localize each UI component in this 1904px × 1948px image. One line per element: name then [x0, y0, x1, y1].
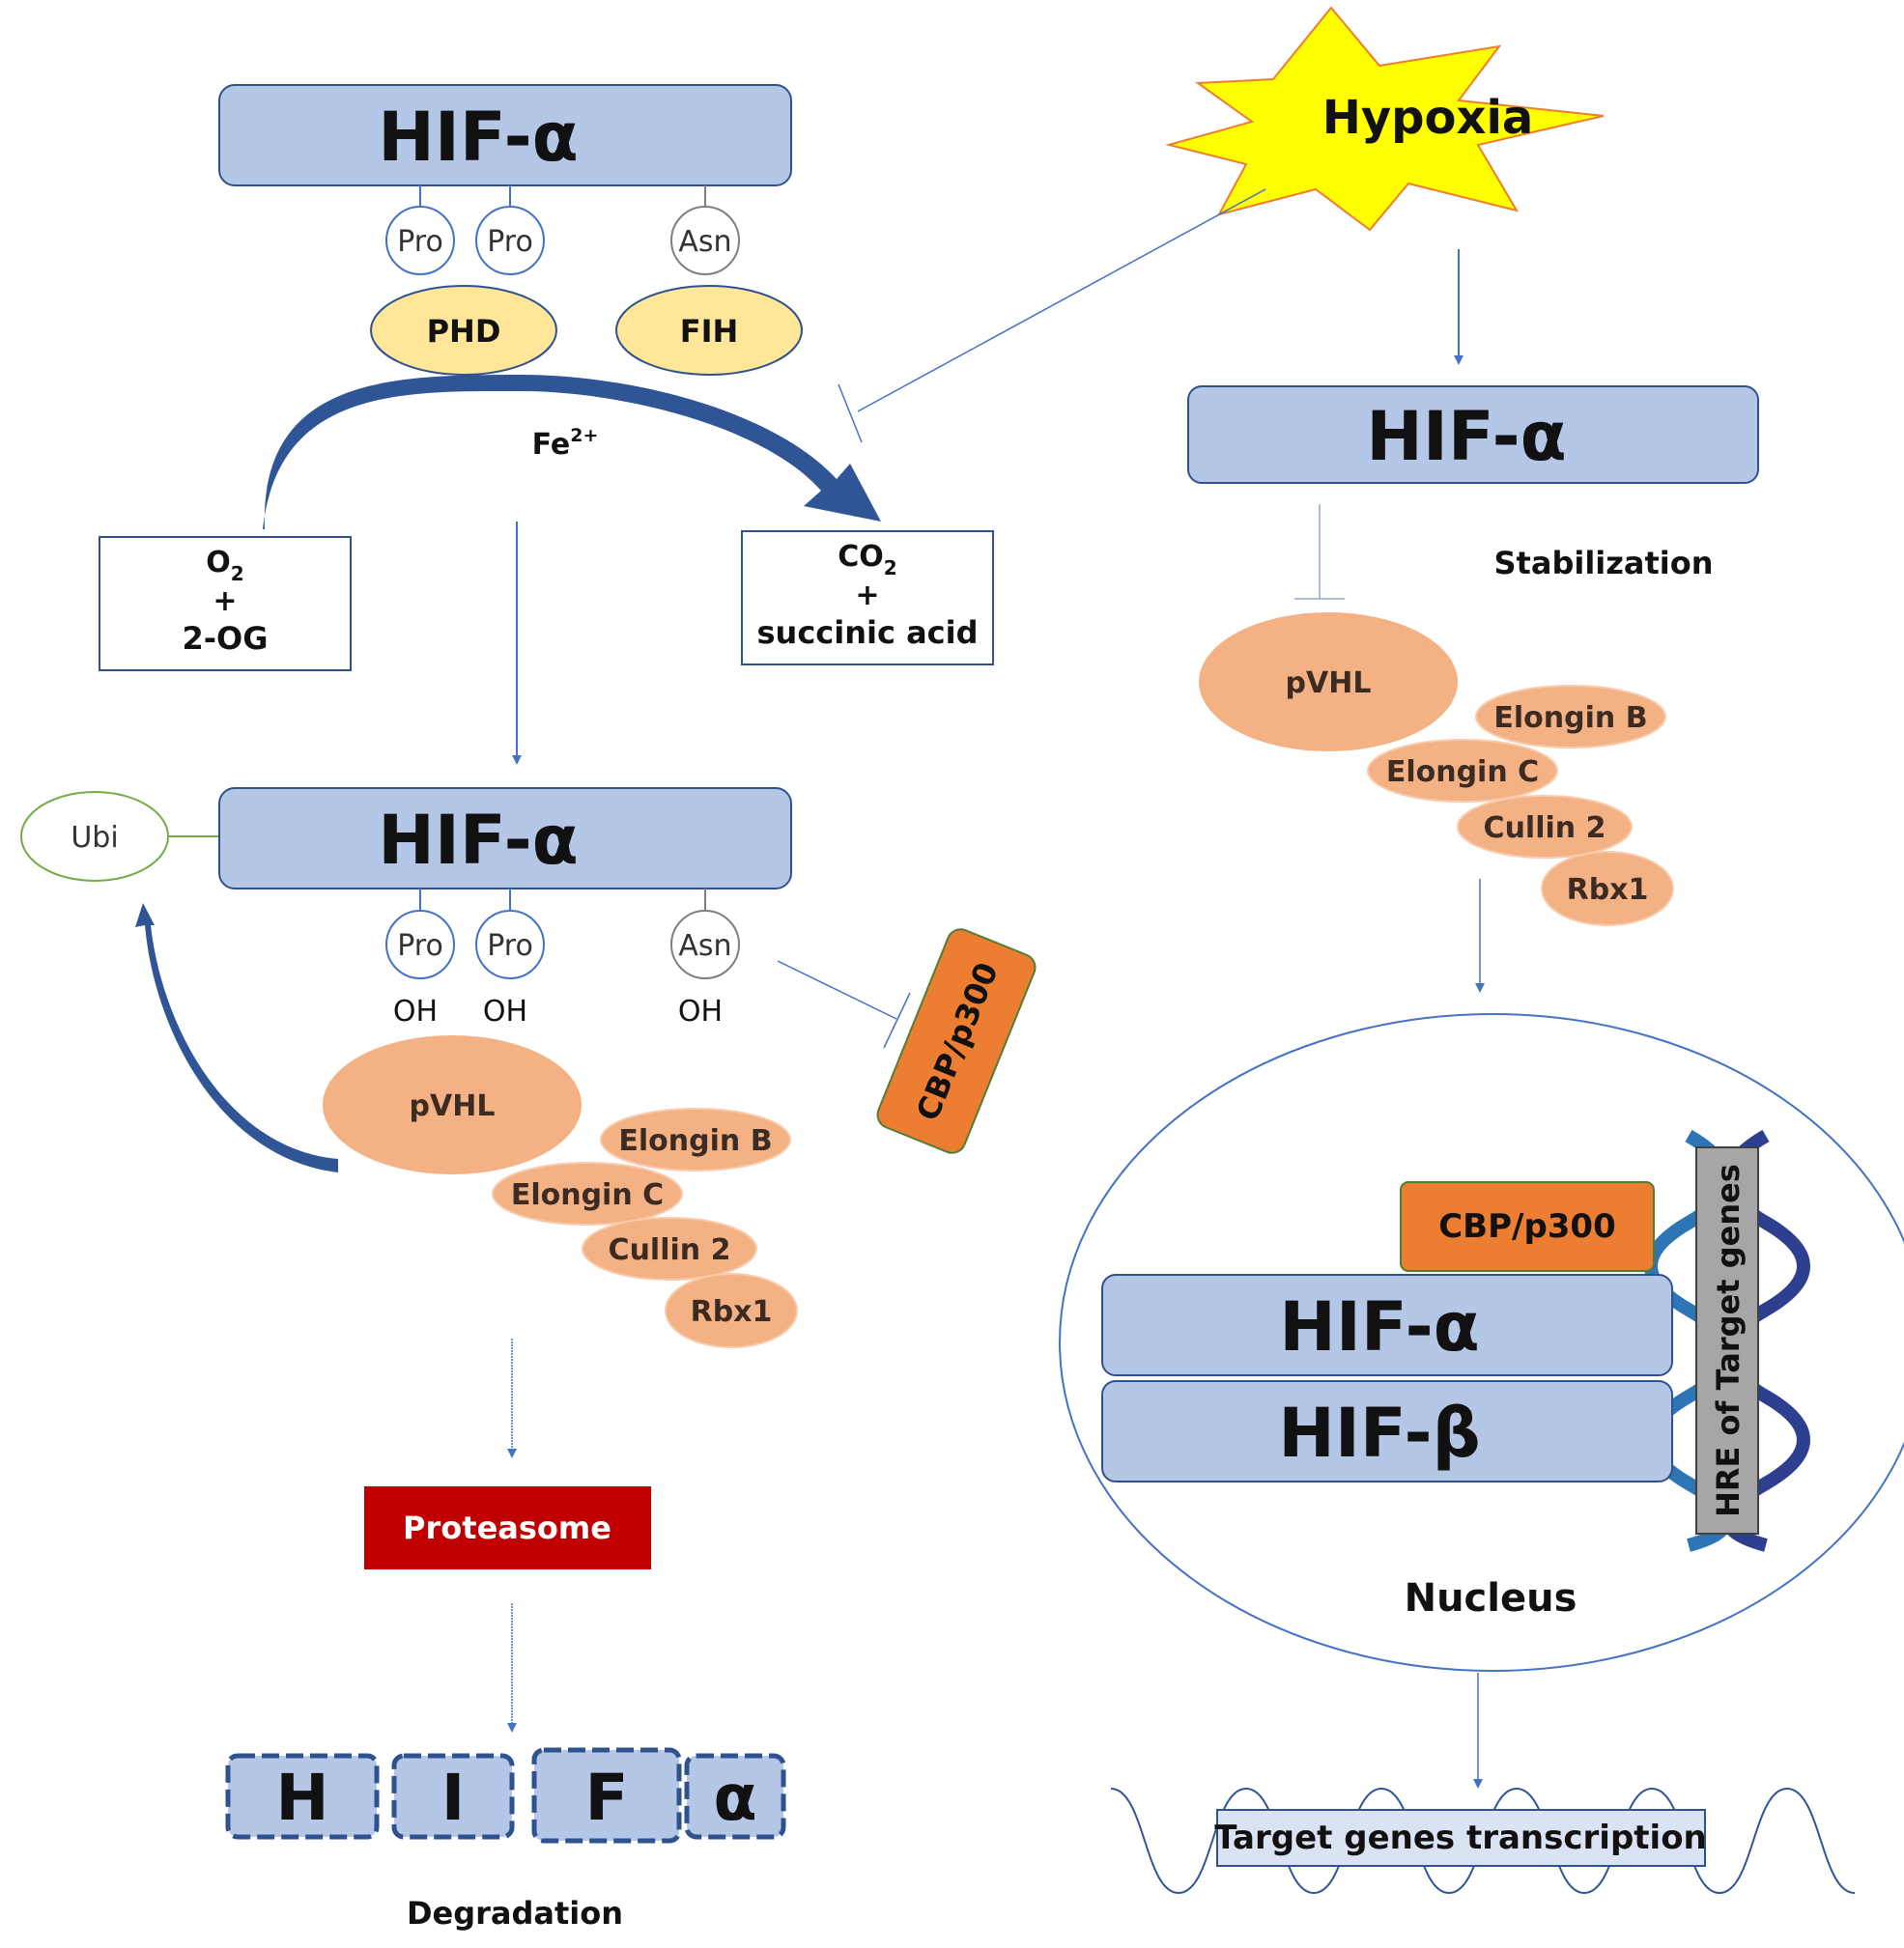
ubiquitination-curved-arrow: [135, 903, 338, 1172]
pro-residue-2-mid: [475, 910, 545, 979]
pvhl-left: [323, 1035, 582, 1174]
o2-label: O2: [206, 546, 243, 585]
elongin-b-left-label: Elongin B: [618, 1124, 772, 1158]
hypoxia-inhibition-bar: [838, 383, 863, 443]
oh-label-1: OH: [393, 995, 438, 1029]
elongin-c-left-label: Elongin C: [511, 1178, 664, 1212]
asn-residue-top-label: Asn: [678, 225, 731, 259]
cullin-right: [1457, 795, 1633, 859]
product-box: [741, 530, 994, 665]
hif-alpha-label-mid: HIF-α: [378, 801, 578, 880]
asn-residue-top: [670, 206, 740, 275]
fih-label: FIH: [680, 313, 739, 350]
transcription-label: Target genes transcription: [1214, 1819, 1707, 1857]
hif-beta-nucleus-box: [1101, 1380, 1673, 1482]
elongin-b-right: [1475, 685, 1666, 748]
hif-alpha-box-mid: [218, 787, 792, 889]
cullin-left: [582, 1217, 757, 1281]
elongin-b-right-label: Elongin B: [1493, 701, 1647, 735]
elongin-b-left: [600, 1108, 791, 1172]
nucleus-label: Nucleus: [1405, 1576, 1577, 1621]
hif-alpha-nucleus-label: HIF-α: [1279, 1287, 1479, 1367]
hif-alpha-nucleus-box: [1101, 1274, 1673, 1376]
succinic-acid-label: succinic acid: [756, 614, 978, 651]
phd-enzyme: [370, 285, 557, 376]
inhibition-cbp-line: [777, 960, 897, 1020]
substrate-box: [99, 536, 352, 671]
proteasome-box: [364, 1486, 651, 1569]
fragment-i-label: I: [441, 1761, 466, 1835]
degradation-label: Degradation: [407, 1895, 623, 1932]
asn-residue-mid: [670, 910, 740, 979]
2og-label: 2-OG: [182, 620, 268, 657]
fragment-alpha: [684, 1753, 786, 1840]
pro-residue-2-top-label: Pro: [487, 225, 533, 259]
cullin-right-label: Cullin 2: [1484, 811, 1606, 845]
asn-residue-mid-label: Asn: [678, 929, 731, 963]
hif-alpha-box-top: [218, 84, 792, 186]
rbx1-left: [665, 1273, 798, 1348]
pvhl-right: [1199, 612, 1458, 751]
hre-box-rect: [1695, 1146, 1759, 1535]
proteasome-label: Proteasome: [403, 1510, 611, 1546]
pro-residue-2-top: [475, 206, 545, 275]
elongin-c-right: [1367, 739, 1558, 803]
hre-box: HRE of Target genes: [1695, 1146, 1759, 1535]
reaction-curved-arrow: [263, 375, 881, 529]
pro-residue-1-mid-label: Pro: [397, 929, 443, 963]
rbx1-right-label: Rbx1: [1567, 873, 1649, 907]
fragment-h-label: H: [275, 1761, 328, 1835]
pro-residue-1-top: [385, 206, 455, 275]
phd-label: PHD: [427, 313, 501, 350]
hif-alpha-box-right: [1187, 385, 1759, 484]
co2-label: CO2: [838, 540, 896, 579]
elongin-c-left: [492, 1162, 683, 1226]
hre-label: HRE of Target genes: [1710, 1164, 1747, 1517]
hif-alpha-label-right: HIF-α: [1366, 397, 1566, 476]
oh-label-2: OH: [483, 995, 527, 1029]
rbx1-right: [1541, 851, 1674, 926]
inhibition-cbp-bar: [883, 992, 911, 1049]
fragment-alpha-label: α: [713, 1761, 756, 1835]
cbp-p300-nucleus-box: [1400, 1181, 1655, 1272]
plus-label-2: +: [855, 579, 879, 612]
cbp-p300-rotated: CBP/p300: [876, 928, 1037, 1154]
fe-ion-label: Fe2+: [532, 425, 599, 462]
ubiquitin-label: Ubi: [71, 821, 118, 855]
cbp-p300-rotated-box: [876, 928, 1037, 1154]
pro-residue-2-mid-label: Pro: [487, 929, 533, 963]
rbx1-left-label: Rbx1: [691, 1295, 773, 1329]
elongin-c-right-label: Elongin C: [1386, 755, 1539, 789]
transcription-box: [1216, 1809, 1706, 1867]
fih-enzyme: [615, 285, 803, 376]
pro-residue-1-mid: [385, 910, 455, 979]
fragment-f: [531, 1747, 682, 1844]
cbp-p300-nucleus-label: CBP/p300: [1438, 1207, 1616, 1246]
stabilization-label: Stabilization: [1494, 545, 1714, 581]
fragment-i: [391, 1753, 515, 1840]
hif-alpha-label-top: HIF-α: [378, 98, 578, 177]
fragment-h: [225, 1753, 380, 1840]
hypoxia-inhibition-line: [857, 188, 1266, 412]
oh-label-3: OH: [678, 995, 723, 1029]
plus-label-1: +: [213, 584, 237, 618]
hif-beta-nucleus-label: HIF-β: [1278, 1394, 1480, 1473]
fragment-f-label: F: [584, 1761, 628, 1835]
hypoxia-label: Hypoxia: [1322, 91, 1534, 145]
pvhl-right-label: pVHL: [1286, 666, 1372, 700]
pro-residue-1-top-label: Pro: [397, 225, 443, 259]
cullin-left-label: Cullin 2: [609, 1233, 731, 1267]
pvhl-left-label: pVHL: [410, 1089, 496, 1123]
hypoxia-burst: [1165, 6, 1605, 232]
